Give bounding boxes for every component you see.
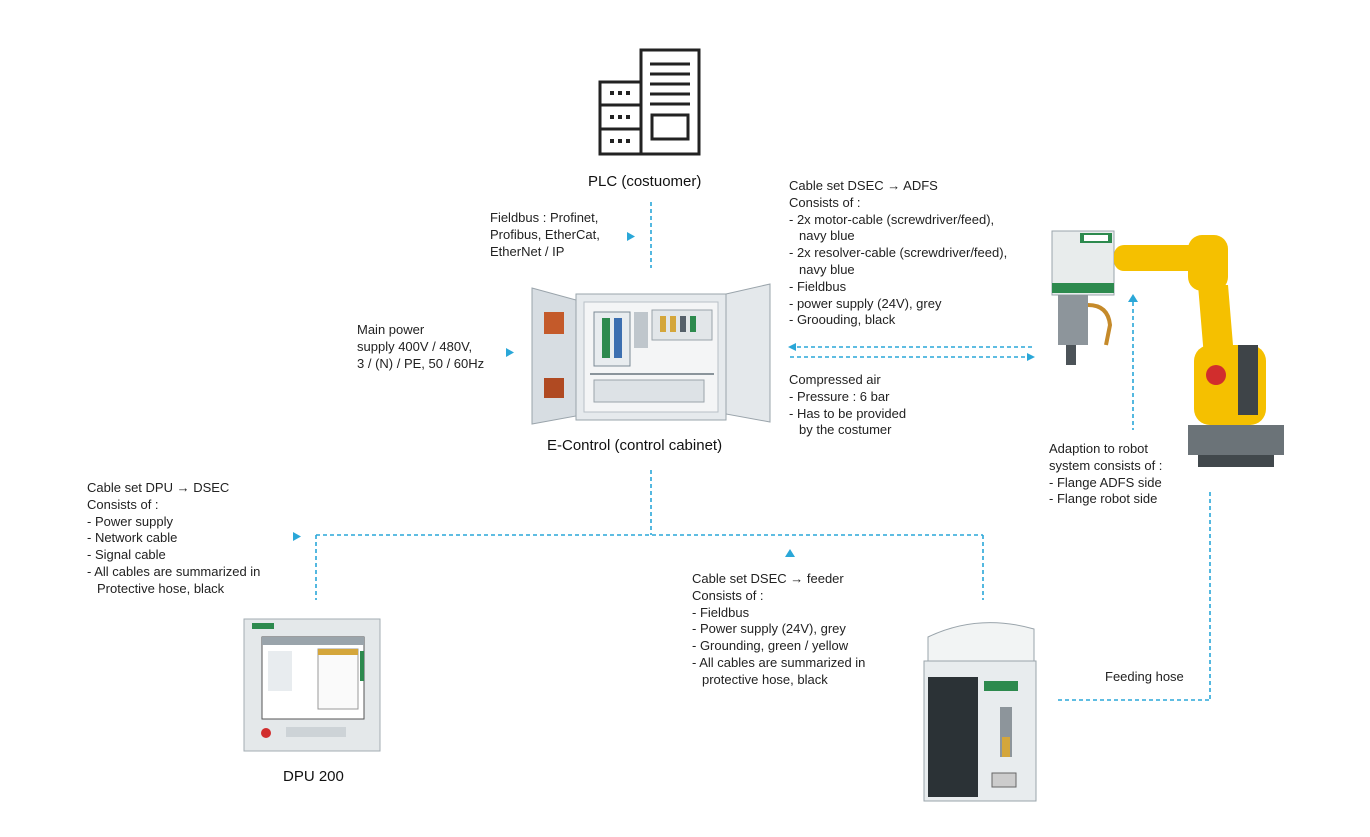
cable-adfs-note: Cable set DSEC → ADFS Consists of : - 2x… <box>789 178 1008 328</box>
cable-dpu-note: Cable set DPU → DSEC Consists of : - Pow… <box>87 480 261 596</box>
arrow-main-power <box>506 348 514 357</box>
dpu-terminal-image <box>243 618 381 752</box>
dpu-label: DPU 200 <box>283 768 344 785</box>
arrow-adfs-left <box>788 343 796 351</box>
econtrol-label: E-Control (control cabinet) <box>547 437 723 454</box>
cable-feeder-note: Cable set DSEC → feeder Consists of : - … <box>692 571 866 687</box>
adaption-note: Adaption to robot system consists of : -… <box>1049 441 1163 507</box>
arrow-feeder-up <box>785 549 795 557</box>
main-power-note: Main power supply 400V / 480V, 3 / (N) /… <box>357 322 485 371</box>
robot-arm-icon <box>1051 230 1284 467</box>
arrow-dpu <box>293 532 301 541</box>
plc-label: PLC (costuomer) <box>588 173 702 190</box>
arrow-air-up <box>1128 294 1138 302</box>
compressed-air-note: Compressed air - Pressure : 6 bar - Has … <box>789 372 907 438</box>
building-server-icon <box>598 48 701 156</box>
arrow-adfs-right <box>1027 353 1035 361</box>
feeder-icon <box>923 622 1037 802</box>
fieldbus-note: Fieldbus : Profinet, Profibus, EtherCat,… <box>490 210 600 259</box>
arrow-fieldbus <box>627 232 635 241</box>
control-cabinet-image <box>531 283 771 425</box>
feeding-hose-label: Feeding hose <box>1105 669 1184 684</box>
